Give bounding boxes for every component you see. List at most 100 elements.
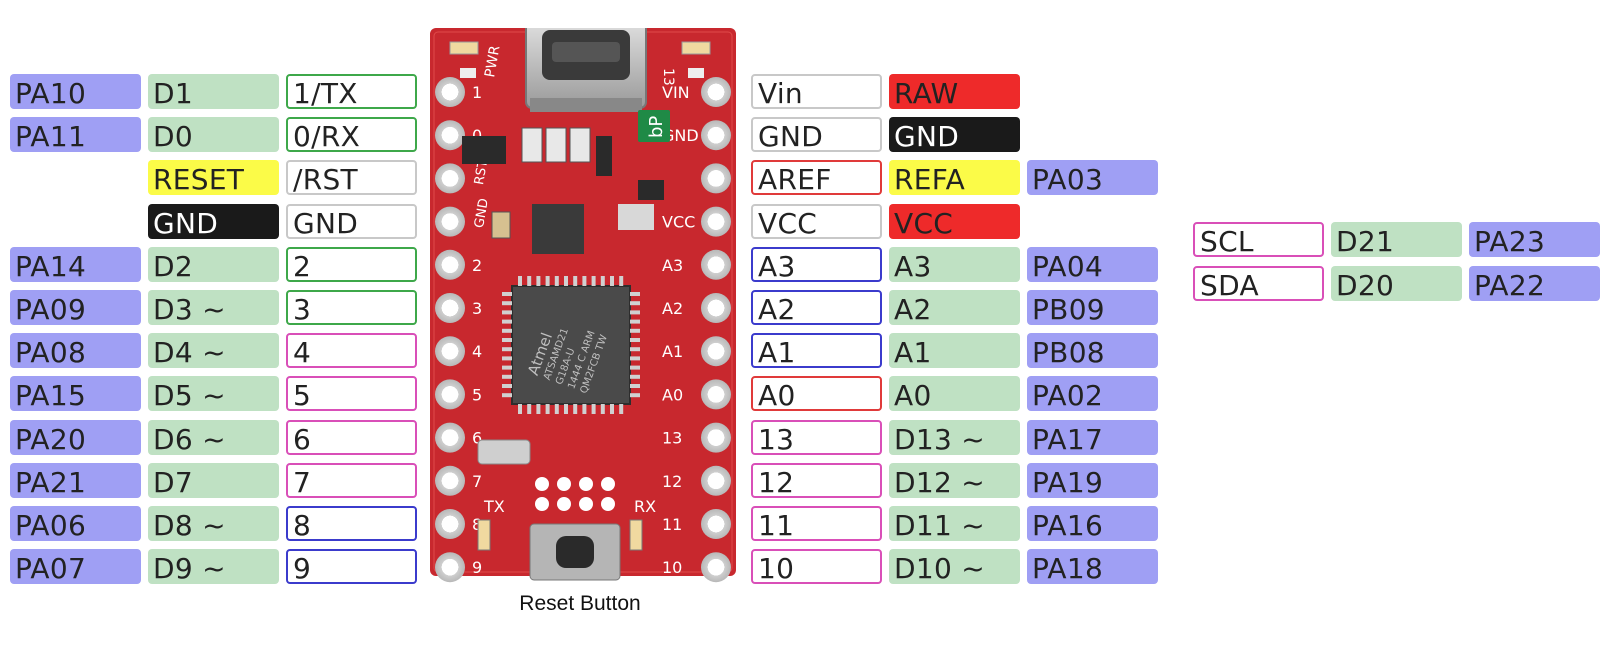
port-label: PA14: [10, 247, 141, 282]
pin-pad: [701, 379, 731, 410]
silk-label: A2: [662, 299, 683, 318]
reset-button-caption: Reset Button: [519, 592, 641, 615]
pin-pad: [435, 120, 465, 151]
pin-pad: [701, 336, 731, 367]
port-label: PA11: [10, 117, 141, 152]
function-label: REFA: [889, 160, 1020, 195]
pin-label: 5: [286, 376, 417, 411]
pin-label: 9: [286, 549, 417, 584]
silk-label: 5: [472, 385, 482, 404]
pin-label: 7: [286, 463, 417, 498]
function-label: GND: [148, 204, 279, 239]
silk-label: 3: [472, 299, 482, 318]
port-label: PA07: [10, 549, 141, 584]
function-label: A3: [889, 247, 1020, 282]
function-label: D3 ~: [148, 290, 279, 325]
port-label: PA16: [1027, 506, 1158, 541]
silk-label: 2: [472, 256, 482, 275]
pin-label: GND: [751, 117, 882, 152]
pin-label: /RST: [286, 160, 417, 195]
pin-pad: [701, 552, 731, 583]
pin-pad: [701, 120, 731, 151]
pin-label: GND: [286, 204, 417, 239]
pin-pad: [435, 249, 465, 280]
silk-label: 7: [472, 472, 482, 491]
pin-label: VCC: [751, 204, 882, 239]
function-label: D13 ~: [889, 420, 1020, 455]
pin-label: 3: [286, 290, 417, 325]
silk-label: A0: [662, 385, 683, 404]
pin-label: A3: [751, 247, 882, 282]
function-label: D6 ~: [148, 420, 279, 455]
pin-pad: [435, 509, 465, 539]
pin-pad: [435, 206, 465, 237]
silk-label: 0: [472, 126, 482, 145]
pin-pad: [435, 163, 465, 194]
silk-label: 13: [662, 429, 682, 448]
pin-pad: [701, 163, 731, 194]
port-label: PA15: [10, 376, 141, 411]
silk-label: GND: [662, 126, 699, 145]
bp-logo: bP: [638, 110, 670, 142]
pin-pad: [435, 77, 465, 107]
pin-label: A1: [751, 333, 882, 368]
port-label: PA06: [10, 506, 141, 541]
pin-pad: [701, 465, 731, 496]
port-label: PA08: [10, 333, 141, 368]
port-label: PA18: [1027, 549, 1158, 584]
function-label: A1: [889, 333, 1020, 368]
silk-label: A3: [662, 256, 683, 275]
function-label: D4 ~: [148, 333, 279, 368]
pin-label: SCL: [1193, 222, 1324, 257]
function-label: D7: [148, 463, 279, 498]
pin-label: 8: [286, 506, 417, 541]
pin-label: 11: [751, 506, 882, 541]
pin-pad: [701, 509, 731, 539]
led13-silk: 13: [660, 68, 676, 86]
port-label: PA19: [1027, 463, 1158, 498]
function-label: GND: [889, 117, 1020, 152]
pin-label: A2: [751, 290, 882, 325]
svg-text:bP: bP: [646, 116, 667, 138]
function-label: D2: [148, 247, 279, 282]
silk-label: 11: [662, 515, 682, 534]
pin-pad: [435, 336, 465, 367]
pin-label: 0/RX: [286, 117, 417, 152]
silk-label: 4: [472, 342, 482, 361]
port-label: PA20: [10, 420, 141, 455]
port-label: PB08: [1027, 333, 1158, 368]
function-label: RAW: [889, 74, 1020, 109]
function-label: D0: [148, 117, 279, 152]
silk-label: 8: [472, 515, 482, 534]
pin-pad: [701, 206, 731, 237]
pin-label: 4: [286, 333, 417, 368]
pin-pad: [701, 77, 731, 107]
function-label: D21: [1331, 222, 1462, 257]
pin-label: 2: [286, 247, 417, 282]
function-label: D12 ~: [889, 463, 1020, 498]
silk-label: 9: [472, 558, 482, 577]
function-label: A2: [889, 290, 1020, 325]
pin-pad: [435, 465, 465, 496]
pin-label: 12: [751, 463, 882, 498]
silk-label: 6: [472, 429, 482, 448]
pin-label: AREF: [751, 160, 882, 195]
pin-label: 13: [751, 420, 882, 455]
rx-silk: RX: [634, 497, 656, 516]
silk-label: 12: [662, 472, 682, 491]
function-label: D5 ~: [148, 376, 279, 411]
silk-label: VIN: [662, 83, 690, 102]
function-label: D20: [1331, 266, 1462, 301]
port-label: PB09: [1027, 290, 1158, 325]
port-label: PA09: [10, 290, 141, 325]
port-label: PA04: [1027, 247, 1158, 282]
silk-label: VCC: [662, 213, 695, 232]
pin-pad: [435, 422, 465, 453]
silk-label: GND: [472, 197, 492, 229]
pwr-silk: PWR: [482, 44, 503, 79]
silk-label: RST: [472, 159, 491, 187]
port-label: PA02: [1027, 376, 1158, 411]
pin-label: 6: [286, 420, 417, 455]
